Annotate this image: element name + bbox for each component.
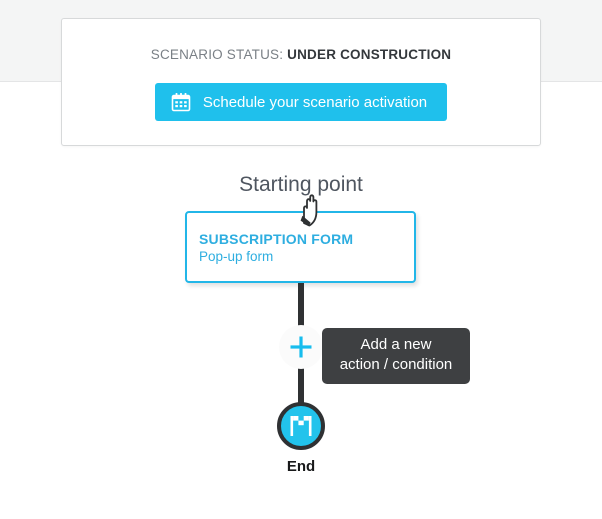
add-step-tooltip: Add a new action / condition	[322, 328, 470, 384]
scenario-status-label: SCENARIO STATUS:	[150, 47, 284, 62]
scenario-status-value: UNDER CONSTRUCTION	[287, 47, 452, 62]
schedule-button-label: Schedule your scenario activation	[202, 93, 428, 111]
plus-icon	[289, 335, 313, 359]
checkered-flag-icon	[289, 414, 313, 438]
starting-point-title: Starting point	[239, 173, 363, 196]
calendar-icon	[171, 92, 191, 112]
start-node-title: SUBSCRIPTION FORM	[199, 231, 354, 247]
end-node-label: End	[286, 458, 316, 475]
scenario-status-card: SCENARIO STATUS: UNDER CONSTRUCTION Sche…	[61, 18, 541, 146]
connector-line-top	[298, 283, 304, 345]
scenario-status-line: SCENARIO STATUS: UNDER CONSTRUCTION	[151, 47, 452, 62]
scenario-flow-canvas: Starting point SUBSCRIPTION FORM Pop-up …	[0, 146, 602, 519]
connector-line-bottom	[298, 358, 304, 406]
schedule-scenario-activation-button[interactable]: Schedule your scenario activation	[154, 83, 448, 121]
add-step-tooltip-line-1: Add a new	[360, 336, 432, 353]
end-node[interactable]	[277, 402, 325, 450]
add-step-tooltip-line-2: action / condition	[339, 356, 453, 373]
start-node-subscription-form[interactable]: SUBSCRIPTION FORM Pop-up form	[185, 211, 416, 283]
add-step-button[interactable]	[279, 325, 323, 369]
start-node-subtitle: Pop-up form	[199, 249, 274, 264]
